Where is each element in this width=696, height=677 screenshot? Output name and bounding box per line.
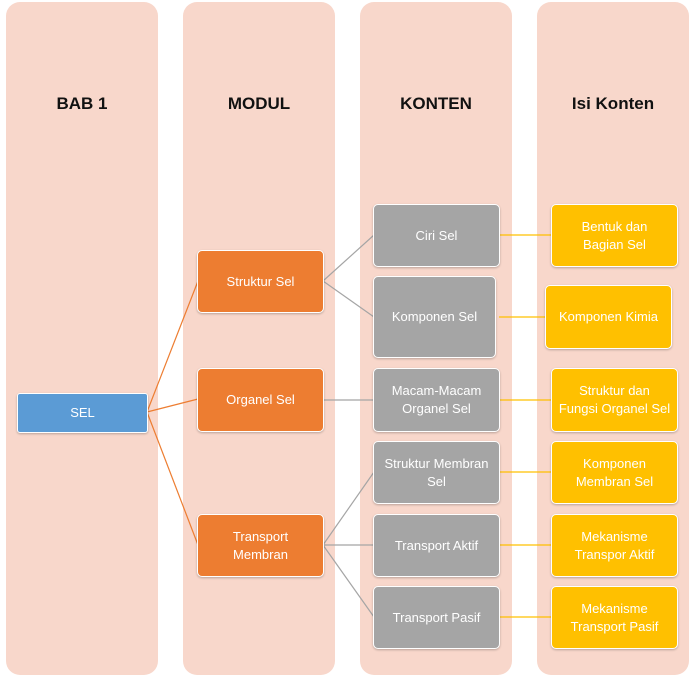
- column-header-konten: KONTEN: [400, 94, 472, 113]
- module-organel-sel: Organel Sel: [197, 368, 324, 432]
- content-struktur-membran: Struktur Membran Sel: [373, 441, 500, 504]
- column-header-modul: MODUL: [227, 94, 291, 113]
- content-transport-aktif: Transport Aktif: [373, 514, 500, 577]
- link-sel-transport: [146, 411, 199, 546]
- module-struktur-sel: Struktur Sel: [197, 250, 324, 313]
- content-komponen-sel: Komponen Sel: [373, 276, 496, 358]
- link-struktur-komponen: [322, 280, 375, 318]
- content-macam-organel: Macam-Macam Organel Sel: [373, 368, 500, 432]
- detail-komponen-membran: Komponen Membran Sel: [551, 441, 678, 504]
- link-sel-struktur: [146, 280, 199, 413]
- link-struktur-ciri: [322, 234, 375, 282]
- detail-struktur-fungsi: Struktur dan Fungsi Organel Sel: [551, 368, 678, 432]
- detail-bentuk-bagian: Bentuk dan Bagian Sel: [551, 204, 678, 267]
- link-sel-organel: [146, 398, 199, 413]
- column-header-bab: BAB 1: [56, 94, 108, 113]
- link-transport-pasif: [322, 544, 375, 618]
- module-transport-membran: Transport Membran: [197, 514, 324, 577]
- detail-komponen-kimia: Komponen Kimia: [545, 285, 672, 349]
- detail-mekanisme-aktif: Mekanisme Transpor Aktif: [551, 514, 678, 577]
- detail-mekanisme-pasif: Mekanisme Transport Pasif: [551, 586, 678, 649]
- content-ciri-sel: Ciri Sel: [373, 204, 500, 267]
- root-node-sel: SEL: [17, 393, 148, 433]
- column-header-isi-konten: Isi Konten: [571, 94, 655, 113]
- content-transport-pasif: Transport Pasif: [373, 586, 500, 649]
- column-bab: BAB 1: [6, 2, 158, 675]
- link-transport-membran: [322, 471, 375, 546]
